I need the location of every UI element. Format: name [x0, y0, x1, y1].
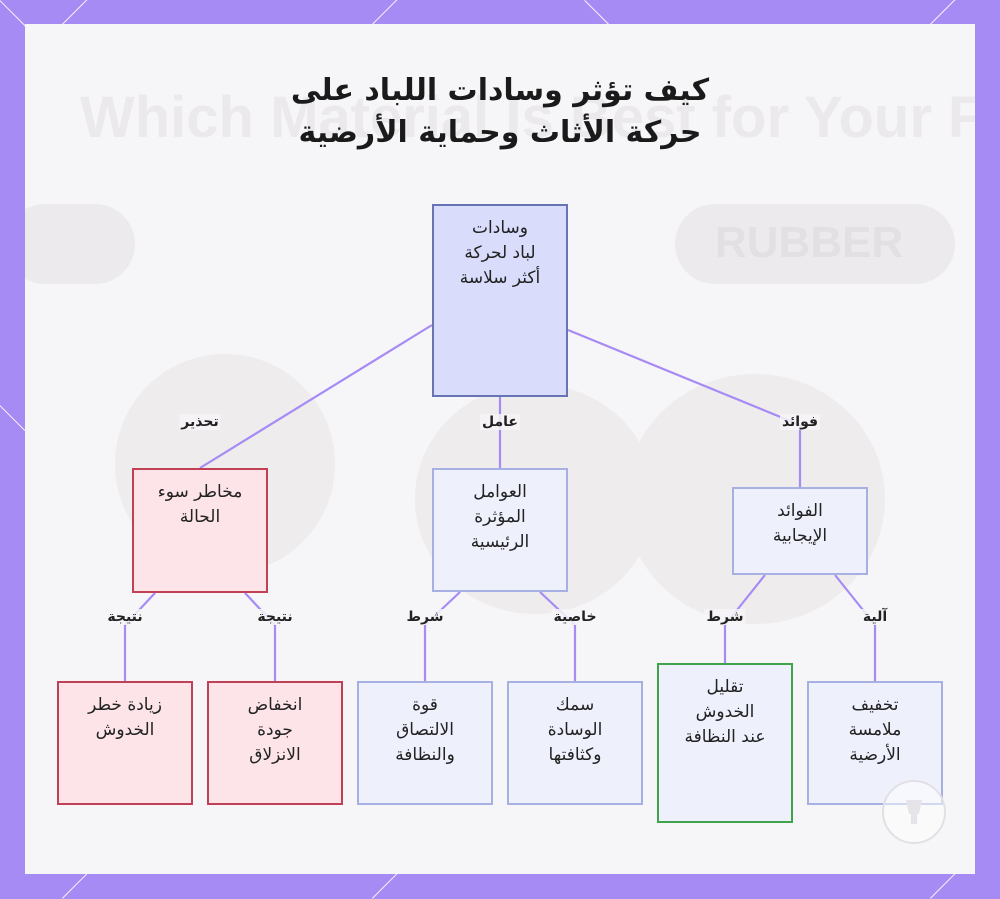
node-thickness: سمك الوسادة وكثافتها	[507, 681, 643, 805]
node-reduce-scratches: تقليل الخدوش عند النظافة	[657, 663, 793, 823]
background-heading: Which Material Is Best for Your Floor?	[80, 85, 975, 150]
node-risks: مخاطر سوء الحالة	[132, 468, 268, 593]
edge-label-warning: تحذير	[179, 414, 221, 430]
edge-label-factor: عامل	[480, 414, 520, 430]
edge-root-risks	[199, 324, 433, 469]
node-factors: العوامل المؤثرة الرئيسية	[432, 468, 568, 592]
edge-label-benefits: فوائد	[779, 414, 821, 430]
node-scratch-risk: زيادة خطر الخدوش	[57, 681, 193, 805]
node-glide-drop: انخفاض جودة الانزلاق	[207, 681, 343, 805]
node-benefits: الفوائد الإيجابية	[732, 487, 868, 575]
corner-logo-icon	[882, 780, 946, 844]
edge-label-result: نتيجة	[255, 609, 295, 625]
edge-label-condition: شرط	[404, 609, 446, 625]
title-line-2: حركة الأثاث وحماية الأرضية	[298, 115, 702, 150]
diagram-title: كيف تؤثر وسادات اللباد على حركة الأثاث و…	[225, 70, 775, 154]
edge-label-condition: شرط	[704, 609, 746, 625]
node-adhesion: قوة الالتصاق والنظافة	[357, 681, 493, 805]
edge-label-mechanism: آلية	[860, 609, 890, 625]
edge-label-property: خاصية	[551, 609, 599, 625]
node-root: وسادات لباد لحركة أكثر سلاسة	[432, 204, 568, 397]
background-pill: RUBBER	[675, 204, 955, 284]
background-pill	[25, 204, 135, 284]
node-reduce-contact: تخفيف ملامسة الأرضية	[807, 681, 943, 805]
edge-root-benefits	[567, 328, 801, 427]
edge-label-result: نتيجة	[105, 609, 145, 625]
title-line-1: كيف تؤثر وسادات اللباد على	[290, 73, 710, 108]
